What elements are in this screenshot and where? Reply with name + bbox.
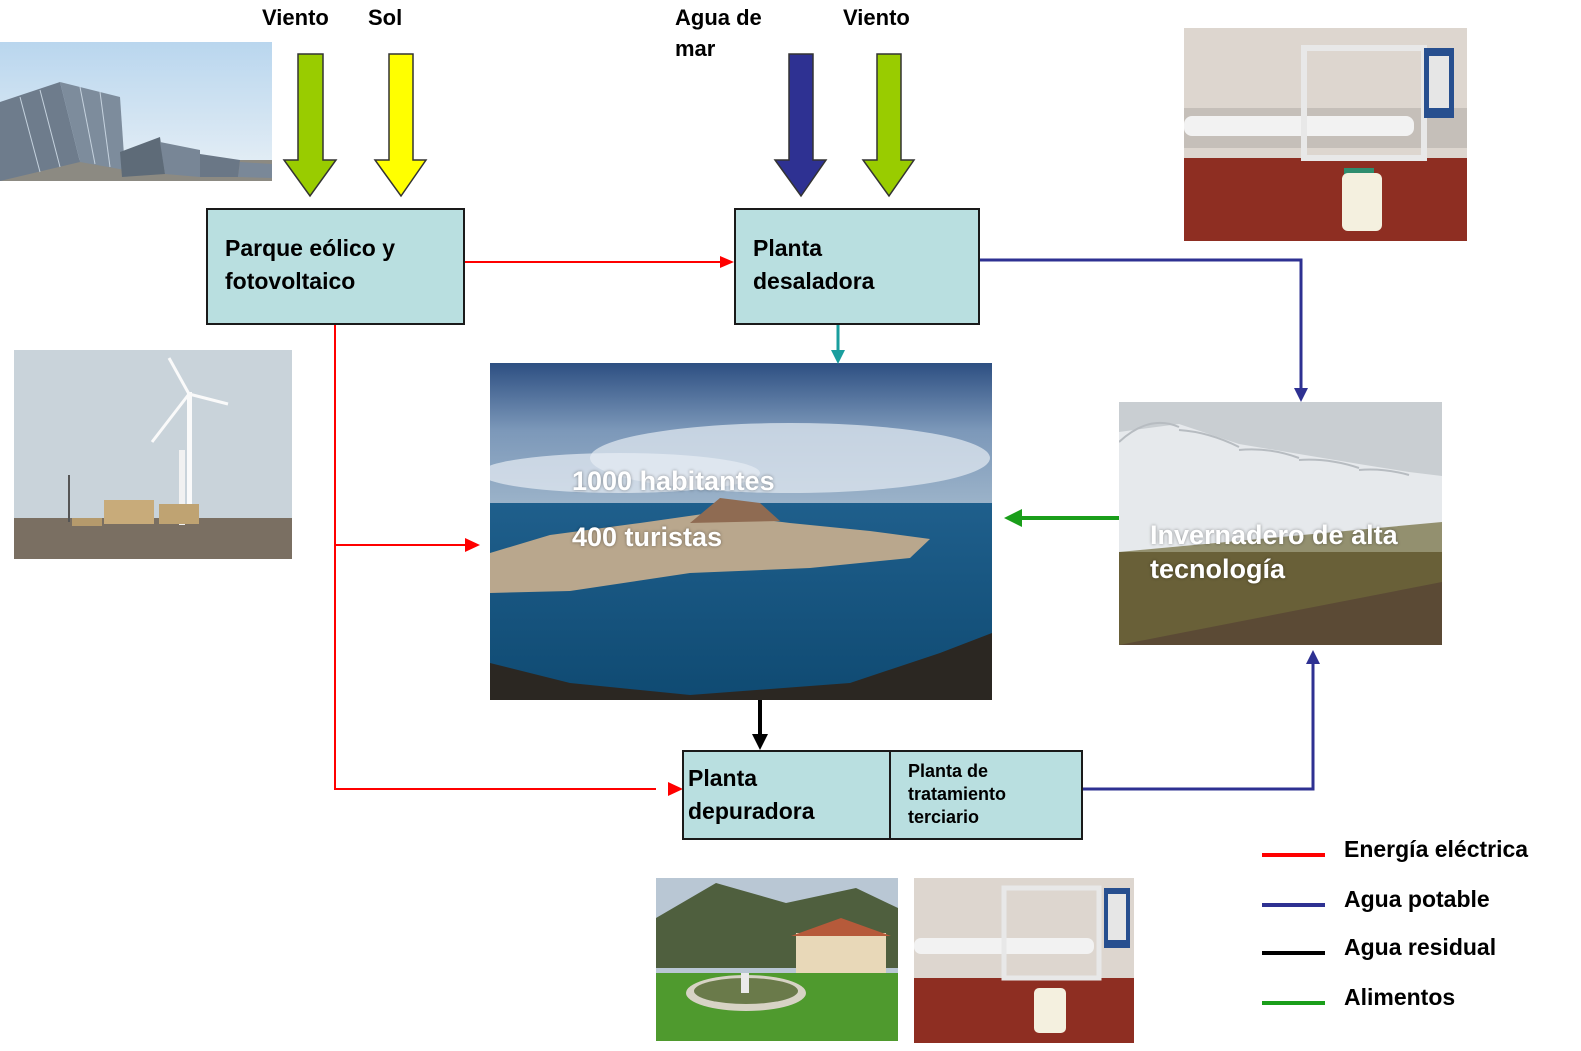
drinking-water-line-greenhouse — [980, 258, 1303, 390]
residents-label: 1000 habitantes — [572, 466, 775, 496]
legend-label: Alimentos — [1344, 984, 1456, 1010]
legend-label: Energía eléctrica — [1344, 836, 1529, 862]
wind-arrow-park — [282, 53, 338, 198]
island-photo — [490, 363, 992, 700]
desalination-equipment-photo-top — [1184, 28, 1467, 241]
input-label-seawater: Agua de mar — [675, 5, 762, 61]
legend-label: Agua potable — [1344, 886, 1490, 912]
wind-arrow-desal — [861, 53, 916, 198]
treated-water-line-greenhouse — [1083, 663, 1315, 791]
tertiary-label: Planta de tratamiento terciario — [908, 761, 1007, 827]
wind-turbine-photo — [14, 350, 292, 559]
legend-swatch — [1262, 903, 1325, 907]
legend-swatch — [1262, 853, 1325, 857]
greenhouse-photo — [1119, 402, 1442, 645]
energy-line-down — [334, 325, 656, 790]
depuradora-label: Planta depuradora — [688, 765, 815, 824]
greenhouse-label: Invernadero de alta tecnología — [1150, 520, 1398, 584]
park-label: Parque eólico y fotovoltaico — [225, 235, 396, 294]
wastewater-plant-box: Planta depuradora Planta de tratamiento … — [682, 750, 1083, 840]
solar-panels-photo — [0, 42, 272, 181]
sun-arrow — [373, 53, 428, 198]
legend-swatch — [1262, 1001, 1325, 1005]
wastewater-plant-photo — [656, 878, 898, 1041]
tourists-label: 400 turistas — [572, 522, 723, 552]
legend-swatch — [1262, 951, 1325, 955]
input-label-wind-2: Viento — [843, 5, 910, 30]
input-label-sun: Sol — [368, 5, 403, 30]
input-label-wind-1: Viento — [262, 5, 329, 30]
desalination-label: Planta desaladora — [753, 235, 875, 294]
box-divider — [889, 752, 891, 838]
desalination-box: Planta desaladora — [734, 208, 980, 325]
legend-label: Agua residual — [1344, 934, 1497, 960]
park-box: Parque eólico y fotovoltaico — [206, 208, 465, 325]
tertiary-treatment-photo — [914, 878, 1134, 1043]
seawater-arrow — [773, 53, 828, 198]
